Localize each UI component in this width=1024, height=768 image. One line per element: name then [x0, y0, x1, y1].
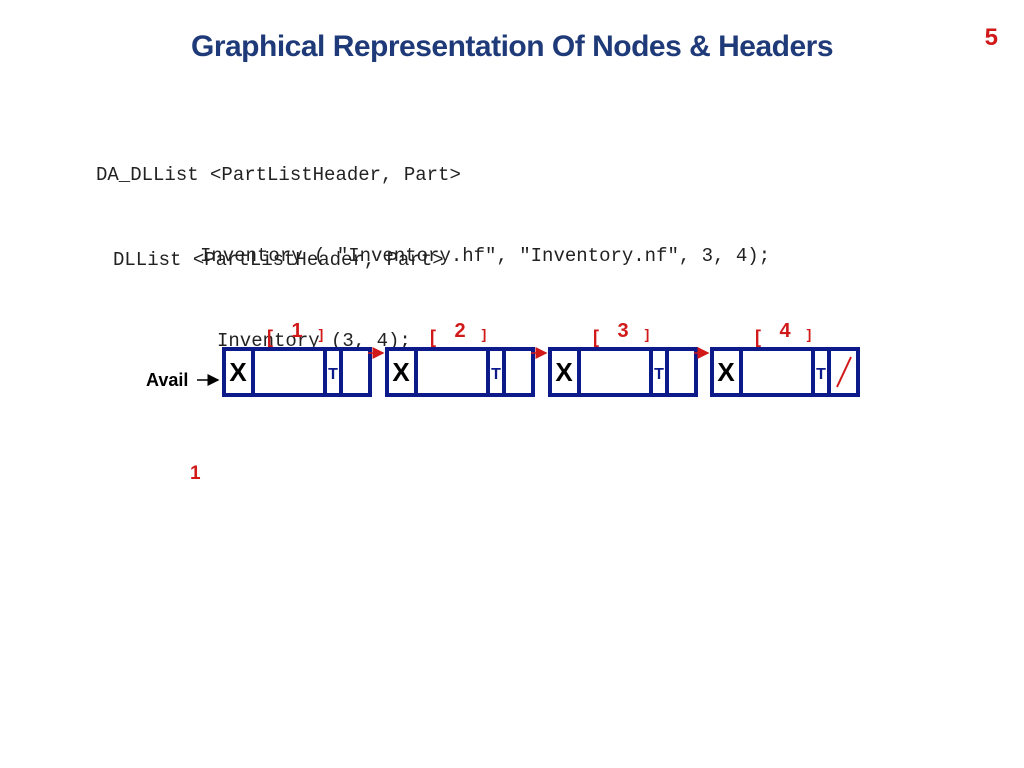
node-index-label: [2] [430, 320, 486, 347]
bracket-close: ] [482, 326, 487, 342]
code-block-dllist: DLList <PartListHeader, Part> Inventory … [113, 193, 444, 382]
bracket-open: [ [430, 327, 436, 347]
node-index-label: [4] [755, 320, 811, 347]
node-box [710, 347, 860, 397]
node-box [385, 347, 535, 397]
code-line: Inventory ( "Inventory.hf", "Inventory.n… [200, 245, 771, 267]
slide-title: Graphical Representation Of Nodes & Head… [190, 30, 834, 63]
avail-label: Avail [146, 370, 188, 390]
node-x-field: X [717, 357, 735, 387]
bracket-open: [ [755, 327, 761, 347]
bracket-close: ] [645, 326, 650, 342]
node-index: 4 [779, 320, 791, 342]
node-tag-field: T [328, 366, 338, 383]
node-box [548, 347, 698, 397]
bracket-open: [ [593, 327, 599, 347]
bracket-close: ] [807, 326, 812, 342]
list-node: X T [1] [222, 320, 385, 397]
node-tag-field: T [491, 366, 501, 383]
list-node: X T [4] [710, 320, 860, 397]
code-block-da-dllist: DA_DLList <PartListHeader, Part> Invento… [96, 108, 770, 297]
node-index: 2 [454, 320, 465, 342]
bracket-open: [ [267, 327, 273, 347]
bracket-close: ] [319, 326, 324, 342]
null-pointer-slash [836, 356, 852, 388]
code-line: DA_DLList <PartListHeader, Part> [96, 164, 461, 186]
node-index: 1 [291, 320, 302, 342]
node-tag-field: T [816, 366, 826, 383]
node-x-field: X [392, 357, 410, 387]
list-node: X T [3] [548, 320, 710, 397]
code-line: Inventory (3, 4); [217, 330, 411, 352]
node-index-label: [3] [593, 320, 649, 347]
slide-number: 5 [984, 24, 998, 51]
footnote: 1 [190, 463, 201, 484]
node-x-field: X [555, 357, 573, 387]
list-node: X T [2] [385, 320, 548, 397]
node-x-field: X [229, 357, 247, 387]
node-index: 3 [617, 320, 628, 342]
node-index-label: [1] [267, 320, 323, 347]
code-line: DLList <PartListHeader, Part> [113, 249, 444, 271]
node-tag-field: T [654, 366, 664, 383]
node-box [222, 347, 372, 397]
